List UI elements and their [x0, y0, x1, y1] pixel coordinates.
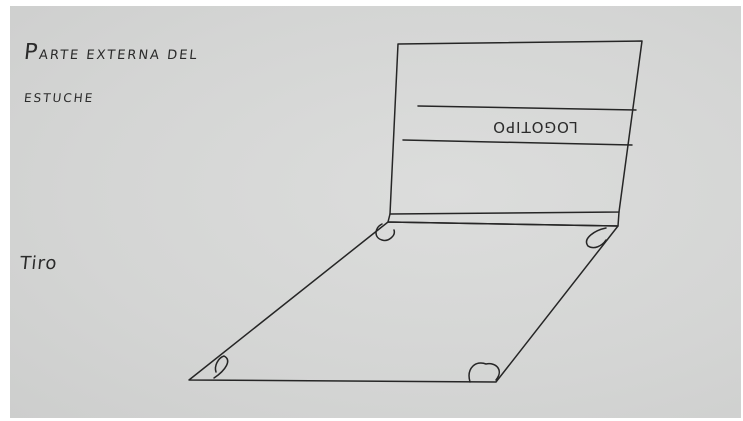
- logo-placeholder-text: LOGOTIPO: [440, 118, 630, 136]
- flap-label: Tiro: [19, 253, 59, 274]
- case-base-panel: [189, 222, 618, 382]
- title-line-2: estuche: [23, 91, 95, 105]
- logo-band-bottom-line: [403, 140, 632, 145]
- title-line-1: Parte externa del: [23, 40, 200, 65]
- corner-tab-bottom-right: [469, 363, 499, 382]
- logo-band-top-line: [418, 106, 636, 110]
- corner-tab-top-left: [376, 224, 394, 240]
